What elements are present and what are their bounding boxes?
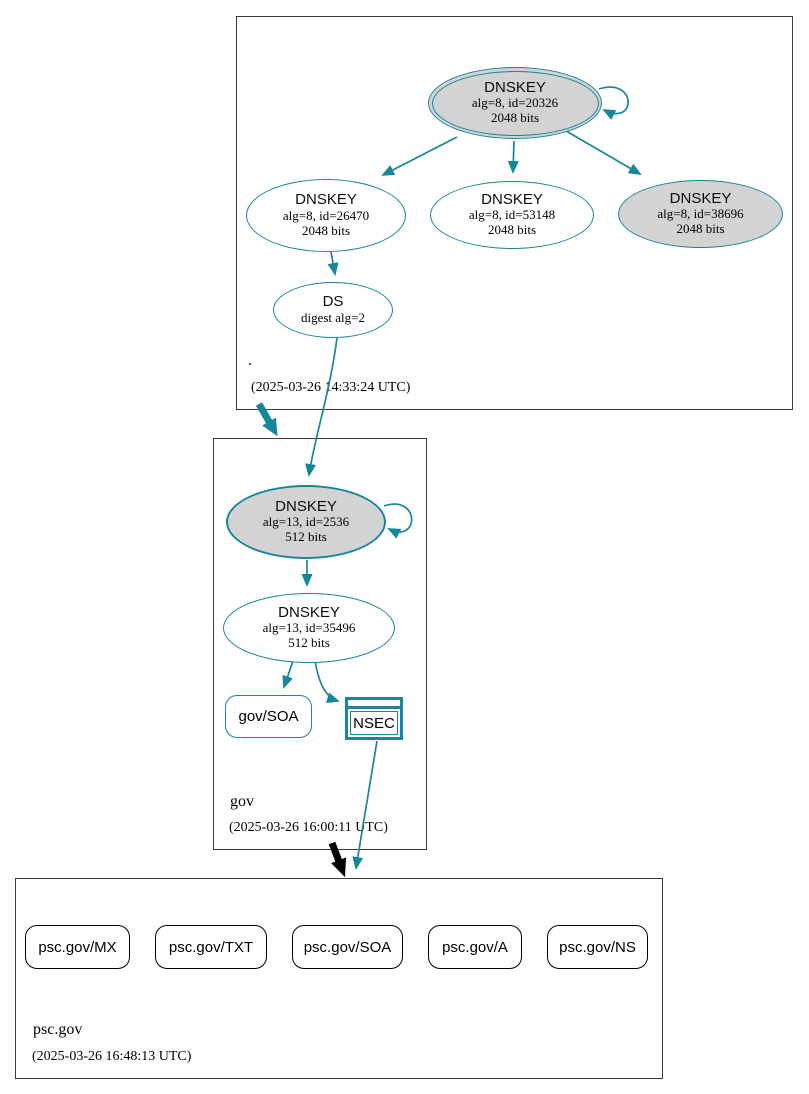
node-title: DNSKEY bbox=[275, 497, 337, 515]
node-detail-bits: 2048 bits bbox=[487, 222, 537, 238]
node-psc-gov-txt-rrset[interactable]: psc.gov/TXT bbox=[155, 925, 267, 969]
node-psc-gov-soa-rrset[interactable]: psc.gov/SOA bbox=[292, 925, 403, 969]
rrset-label: gov/SOA bbox=[238, 708, 299, 725]
node-title: DS bbox=[322, 293, 344, 311]
node-root-dnskey-38696[interactable]: DNSKEY alg=8, id=38696 2048 bits bbox=[618, 180, 783, 248]
zone-root-label: . bbox=[248, 352, 252, 369]
node-gov-nsec[interactable]: NSEC bbox=[345, 697, 403, 740]
node-title: DNSKEY bbox=[295, 191, 357, 209]
nsec-label-cell: NSEC bbox=[350, 711, 398, 735]
zone-psc-gov-timestamp: (2025-03-26 16:48:13 UTC) bbox=[32, 1049, 192, 1064]
nsec-header-band bbox=[348, 700, 400, 709]
rrset-label: psc.gov/NS bbox=[559, 938, 636, 956]
node-detail-bits: 2048 bits bbox=[676, 221, 725, 237]
zone-gov-label: gov bbox=[230, 793, 254, 810]
node-root-ksk-inner-ring: DNSKEY alg=8, id=20326 2048 bits bbox=[431, 70, 599, 136]
zone-root-timestamp: (2025-03-26 14:33:24 UTC) bbox=[251, 380, 411, 395]
node-detail-bits: 2048 bits bbox=[490, 110, 540, 126]
node-root-dnskey-26470[interactable]: DNSKEY alg=8, id=26470 2048 bits bbox=[246, 179, 406, 252]
zone-gov-timestamp: (2025-03-26 16:00:11 UTC) bbox=[229, 820, 388, 835]
node-detail-bits: 2048 bits bbox=[301, 222, 351, 238]
node-title: DNSKEY bbox=[484, 78, 546, 96]
node-title: DNSKEY bbox=[278, 603, 340, 621]
node-detail-alg: alg=13, id=2536 bbox=[262, 514, 350, 530]
node-psc-gov-ns-rrset[interactable]: psc.gov/NS bbox=[547, 925, 648, 969]
zone-box-psc-gov bbox=[15, 878, 663, 1079]
zone-box-root bbox=[236, 16, 793, 410]
node-detail-alg: digest alg=2 bbox=[300, 309, 366, 325]
node-detail-bits: 512 bits bbox=[288, 635, 330, 651]
node-root-dnskey-53148[interactable]: DNSKEY alg=8, id=53148 2048 bits bbox=[430, 181, 594, 249]
node-detail-alg: alg=13, id=35496 bbox=[262, 620, 356, 636]
node-gov-ksk-dnskey-2536[interactable]: DNSKEY alg=13, id=2536 512 bits bbox=[226, 485, 386, 559]
node-psc-gov-mx-rrset[interactable]: psc.gov/MX bbox=[25, 925, 130, 969]
node-psc-gov-a-rrset[interactable]: psc.gov/A bbox=[428, 925, 522, 969]
rrset-label: psc.gov/MX bbox=[38, 938, 117, 956]
rrset-label: psc.gov/A bbox=[442, 938, 508, 956]
node-gov-dnskey-35496[interactable]: DNSKEY alg=13, id=35496 512 bits bbox=[223, 593, 395, 663]
node-detail-bits: 512 bits bbox=[285, 529, 327, 545]
node-gov-soa-rrset[interactable]: gov/SOA bbox=[225, 695, 312, 738]
node-detail-alg: alg=8, id=38696 bbox=[657, 206, 744, 222]
node-root-ds[interactable]: DS digest alg=2 bbox=[273, 282, 393, 338]
node-detail-alg: alg=8, id=20326 bbox=[471, 95, 559, 111]
node-detail-alg: alg=8, id=53148 bbox=[468, 207, 556, 223]
node-root-ksk-dnskey-20326[interactable]: DNSKEY alg=8, id=20326 2048 bits bbox=[428, 67, 602, 139]
node-detail-alg: alg=8, id=26470 bbox=[282, 207, 370, 223]
rrset-label: psc.gov/SOA bbox=[303, 938, 392, 956]
node-title: DNSKEY bbox=[669, 189, 732, 207]
node-title: DNSKEY bbox=[481, 190, 543, 208]
zone-psc-gov-label: psc.gov bbox=[33, 1021, 83, 1038]
rrset-label: psc.gov/TXT bbox=[168, 938, 254, 956]
